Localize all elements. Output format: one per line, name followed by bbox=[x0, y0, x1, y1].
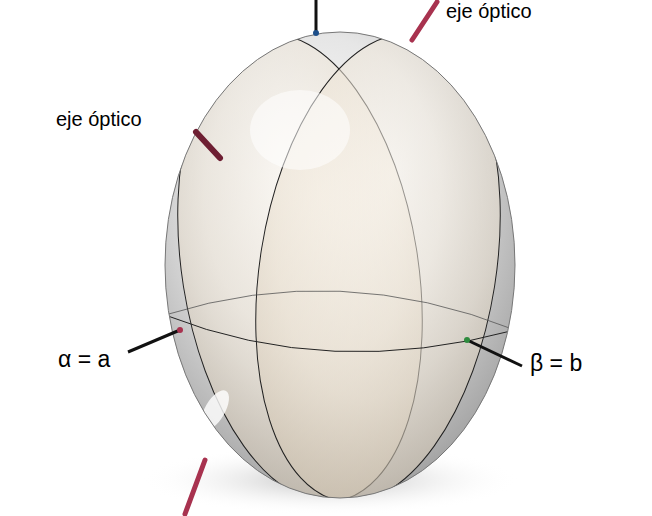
index-label: α = a bbox=[58, 346, 110, 372]
index-label: β = b bbox=[530, 350, 582, 376]
axis-label: eje óptico bbox=[56, 108, 142, 131]
axis-label: eje óptico bbox=[446, 0, 532, 23]
